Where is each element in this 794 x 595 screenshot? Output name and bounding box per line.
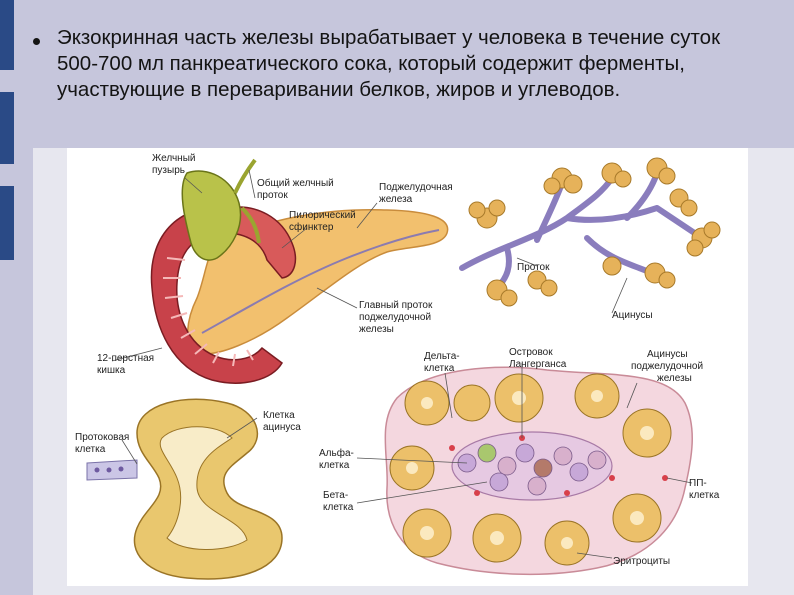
label-beta-cell: Бета- — [323, 490, 348, 501]
label-alpha-cell: Альфа- — [319, 447, 354, 459]
label-main-pancreatic-duct: Главный проток — [359, 300, 433, 311]
pancreatic-duct-line — [201, 229, 440, 334]
pancreas-illustration: Желчный пузырь Общий желчный проток Подж… — [67, 148, 748, 586]
ductal-cells — [86, 459, 138, 481]
label-duodenum: кишка — [97, 365, 126, 376]
label-alpha-cell: клетка — [319, 460, 350, 471]
duct-branches — [459, 170, 705, 291]
label-beta-cell: клетка — [323, 502, 354, 513]
label-pyloric-sphincter: Пилорический — [289, 210, 356, 221]
label-islet-of-langerhans: Островок — [509, 347, 553, 358]
label-main-pancreatic-duct: поджелудочной — [359, 312, 431, 323]
label-ductal-cell: клетка — [75, 444, 106, 455]
duodenum — [150, 206, 283, 384]
left-accent-bar — [0, 92, 14, 164]
label-common-bile-duct: проток — [257, 190, 288, 201]
bile-duct — [233, 158, 261, 244]
label-acini: Ацинусы — [612, 310, 653, 321]
left-accent-bar — [0, 0, 14, 70]
label-pyloric-sphincter: сфинктер — [289, 221, 334, 233]
label-acinus-cell: Клетка — [263, 410, 295, 421]
label-pancreatic-acini: поджелудочной — [631, 361, 703, 372]
left-accent-bar — [0, 186, 14, 260]
label-gallbladder: Желчный — [152, 153, 195, 164]
duodenum-folds — [163, 257, 254, 367]
bullet-icon — [33, 38, 40, 45]
label-duct: Проток — [517, 262, 550, 273]
label-pancreatic-acini: железы — [657, 373, 692, 384]
label-delta-cell: Дельта- — [424, 351, 460, 362]
pancreas-organ-group — [150, 158, 449, 384]
label-main-pancreatic-duct: железы — [359, 324, 394, 335]
leader-lines — [111, 169, 693, 559]
label-delta-cell: клетка — [424, 363, 455, 374]
bullet-text: Экзокринная часть железы вырабатывает у … — [57, 26, 721, 101]
label-acinus-cell: ацинуса — [263, 422, 301, 433]
label-common-bile-duct: Общий желчный — [257, 177, 334, 189]
acinus-lumen — [159, 426, 248, 550]
acinus-section-group — [86, 398, 283, 580]
label-ductal-cell: Протоковая — [75, 432, 129, 443]
label-pancreas: Поджелудочная — [379, 182, 453, 193]
label-erythrocytes: Эритроциты — [613, 556, 670, 567]
pancreas-diagram: Желчный пузырь Общий желчный проток Подж… — [75, 153, 721, 580]
gallbladder — [181, 170, 242, 261]
label-islet-of-langerhans: Лангерганса — [509, 359, 567, 370]
label-pp-cell: ПП- — [689, 478, 707, 489]
label-duodenum: 12-перстная — [97, 353, 154, 364]
islet-section-group — [384, 366, 693, 576]
label-pp-cell: клетка — [689, 490, 720, 501]
acinus-wall — [133, 398, 283, 580]
label-gallbladder: пузырь — [152, 165, 185, 176]
label-pancreas: железа — [379, 194, 413, 205]
label-pancreatic-acini: Ацинусы — [647, 349, 688, 360]
duct-tree-group — [459, 157, 721, 307]
